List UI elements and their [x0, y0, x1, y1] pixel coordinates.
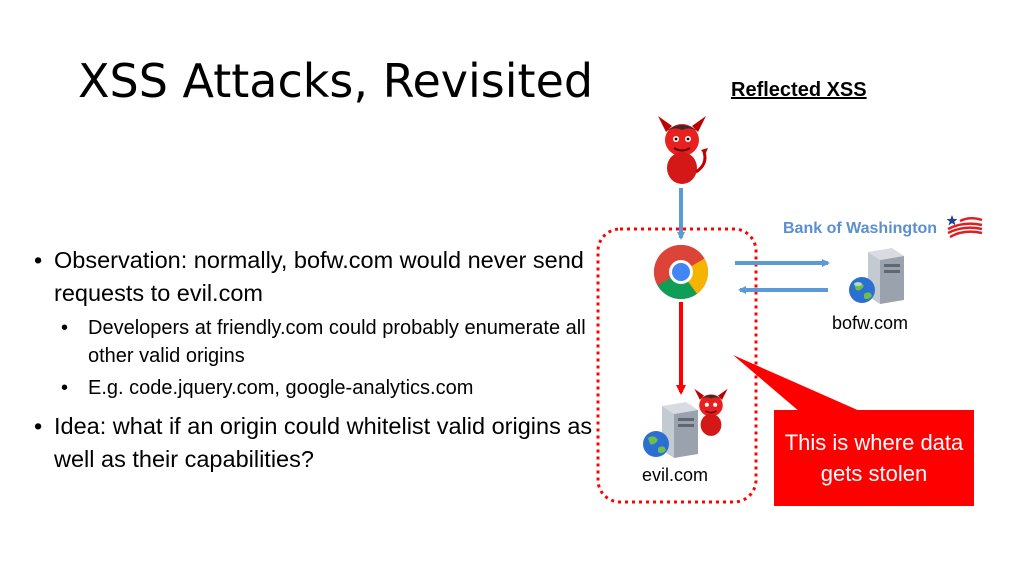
flag-icon — [946, 213, 984, 244]
bullet-item: • Observation: normally, bofw.com would n… — [34, 244, 594, 310]
bullet-dot: • — [61, 317, 69, 339]
bullet-dot: • — [61, 377, 69, 399]
server-label-bofw: bofw.com — [832, 313, 909, 333]
callout-text: This is where data gets stolen — [784, 430, 964, 486]
server-globe-icon — [846, 246, 908, 313]
devil-icon — [690, 386, 732, 443]
chrome-browser-icon — [652, 243, 710, 306]
dotted-boundary-box — [596, 227, 758, 504]
bullet-text: Idea: what if an origin could whitelist … — [54, 413, 593, 472]
bank-name-label: Bank of Washington — [783, 220, 938, 237]
bullet-dot: • — [34, 247, 43, 273]
callout-pointer — [733, 355, 862, 412]
callout-box: This is where data gets stolen — [774, 410, 974, 506]
bullet-list: • Observation: normally, bofw.com would n… — [34, 244, 594, 480]
slide-title: XSS Attacks, Revisited — [78, 54, 594, 108]
devil-icon — [652, 112, 712, 192]
sub-bullet-item: • E.g. code.jquery.com, google-analytics.… — [34, 374, 594, 402]
bullet-text: E.g. code.jquery.com, google-analytics.c… — [88, 377, 474, 399]
server-label-evil: evil.com — [642, 465, 709, 485]
bullet-text: Observation: normally, bofw.com would ne… — [54, 247, 584, 306]
bullet-item: • Idea: what if an origin could whitelist… — [34, 410, 594, 476]
bullet-text: Developers at friendly.com could probabl… — [88, 317, 586, 367]
diagram-label: Reflected XSS — [731, 79, 867, 101]
sub-bullet-item: • Developers at friendly.com could probab… — [34, 314, 594, 370]
bullet-dot: • — [34, 413, 43, 439]
server-globe-icon — [640, 400, 702, 467]
